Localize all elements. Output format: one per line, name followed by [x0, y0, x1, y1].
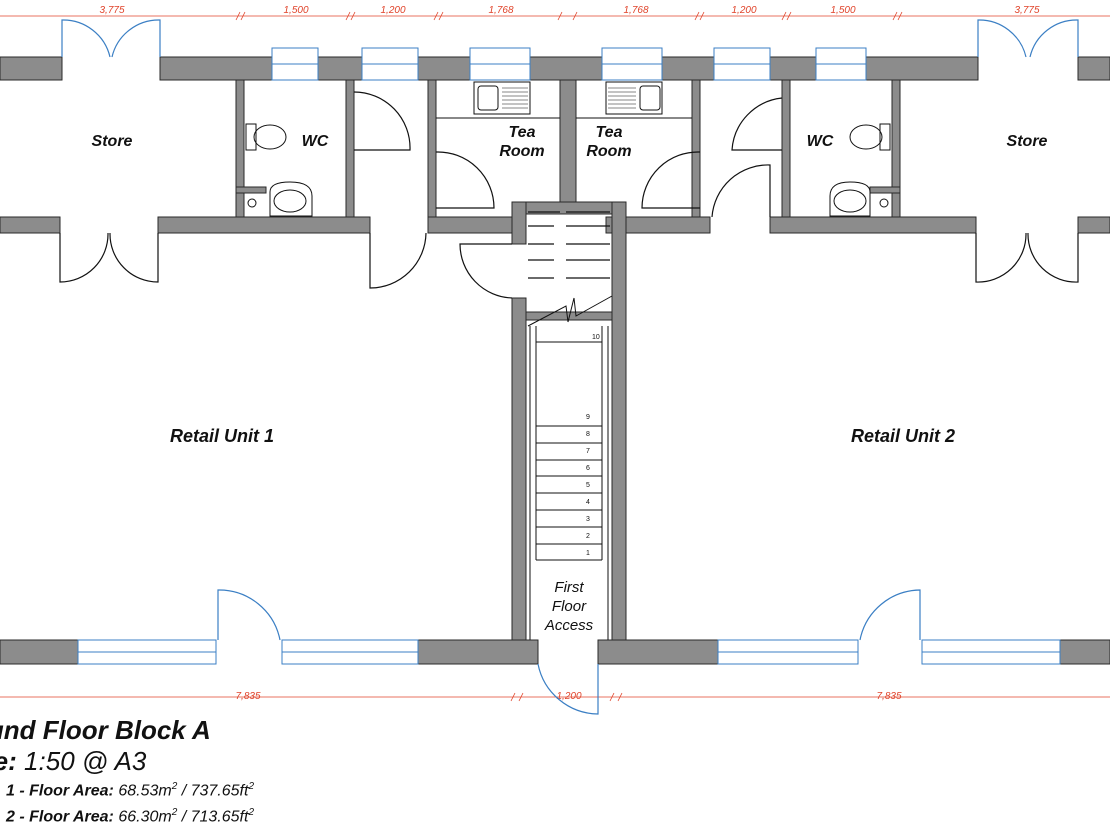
- unit2-area-ft2: 713.65ft: [190, 808, 249, 826]
- dimension-lines: 3,775 1,500 1,200 1,768 1,768 1,200 1,50…: [0, 5, 1110, 702]
- superscript: 2: [171, 781, 178, 792]
- room-label-access: Access: [544, 617, 594, 634]
- room-label-wc-right: WC: [807, 133, 834, 150]
- walls: [0, 56, 1110, 665]
- stair-number: 5: [586, 482, 590, 489]
- scale-label: ale:: [0, 746, 17, 776]
- windows: [77, 47, 1061, 665]
- stair-number: 10: [592, 334, 600, 341]
- room-label-tea-left: Room: [499, 143, 544, 160]
- room-label-retail-1: Retail Unit 1: [170, 426, 274, 446]
- unit1-area-label: 1 - Floor Area:: [6, 782, 114, 800]
- stair-number: 4: [586, 499, 590, 506]
- room-label-store-left: Store: [92, 133, 133, 150]
- room-label-tea-left: Tea: [509, 124, 536, 141]
- unit1-area-m2: 68.53m: [118, 782, 172, 800]
- unit1-area-ft2: 737.65ft: [190, 782, 249, 800]
- unit2-area-m2: 66.30m: [118, 808, 172, 826]
- dim-bottom-3: 7,835: [876, 691, 901, 702]
- stair-number: 6: [586, 465, 590, 472]
- dim-top-1: 3,775: [99, 5, 124, 16]
- dim-top-5: 1,768: [623, 5, 648, 16]
- dim-top-4: 1,768: [488, 5, 513, 16]
- superscript: 2: [248, 807, 254, 819]
- title-block: ound Floor Block A ale: 1:50 @ A3 1 - Fl…: [0, 714, 254, 829]
- dim-top-6: 1,200: [731, 5, 756, 16]
- room-label-retail-2: Retail Unit 2: [851, 426, 955, 446]
- fixtures: [245, 81, 891, 217]
- room-label-wc-left: WC: [302, 133, 329, 150]
- stair-number: 9: [586, 414, 590, 421]
- superscript: 2: [248, 781, 254, 792]
- doors: [59, 19, 1079, 715]
- stair-number: 7: [586, 448, 590, 455]
- dim-top-3: 1,200: [380, 5, 405, 16]
- room-label-access: Floor: [552, 598, 587, 615]
- room-label-access: First: [554, 579, 584, 596]
- superscript: 2: [171, 807, 178, 819]
- dim-top-2: 1,500: [283, 5, 308, 16]
- dim-top-7: 1,500: [830, 5, 855, 16]
- room-label-tea-right: Tea: [596, 124, 623, 141]
- dim-bottom-1: 7,835: [235, 691, 260, 702]
- room-label-store-right: Store: [1007, 133, 1048, 150]
- unit1-area: 1 - Floor Area: 68.53m2 / 737.65ft2: [6, 781, 254, 800]
- stair-number: 3: [586, 516, 590, 523]
- staircase: 10 9 8 7 6 5 4 3 2 1: [527, 211, 613, 640]
- dim-bottom-2: 1,200: [556, 691, 581, 702]
- drawing-title: ound Floor Block A: [0, 715, 211, 745]
- unit2-area-label: 2 - Floor Area:: [6, 808, 114, 826]
- stair-number: 1: [586, 550, 590, 557]
- room-label-tea-right: Room: [586, 143, 631, 160]
- stair-number: 8: [586, 431, 590, 438]
- dim-top-8: 3,775: [1014, 5, 1039, 16]
- scale-value: 1:50 @ A3: [24, 746, 147, 776]
- stair-number: 2: [586, 533, 590, 540]
- room-labels: Store WC Tea Room Tea Room WC Store Reta…: [92, 124, 1048, 634]
- unit2-area: 2 - Floor Area: 66.30m2 / 713.65ft2: [6, 807, 254, 826]
- scale-line: ale: 1:50 @ A3: [0, 746, 254, 776]
